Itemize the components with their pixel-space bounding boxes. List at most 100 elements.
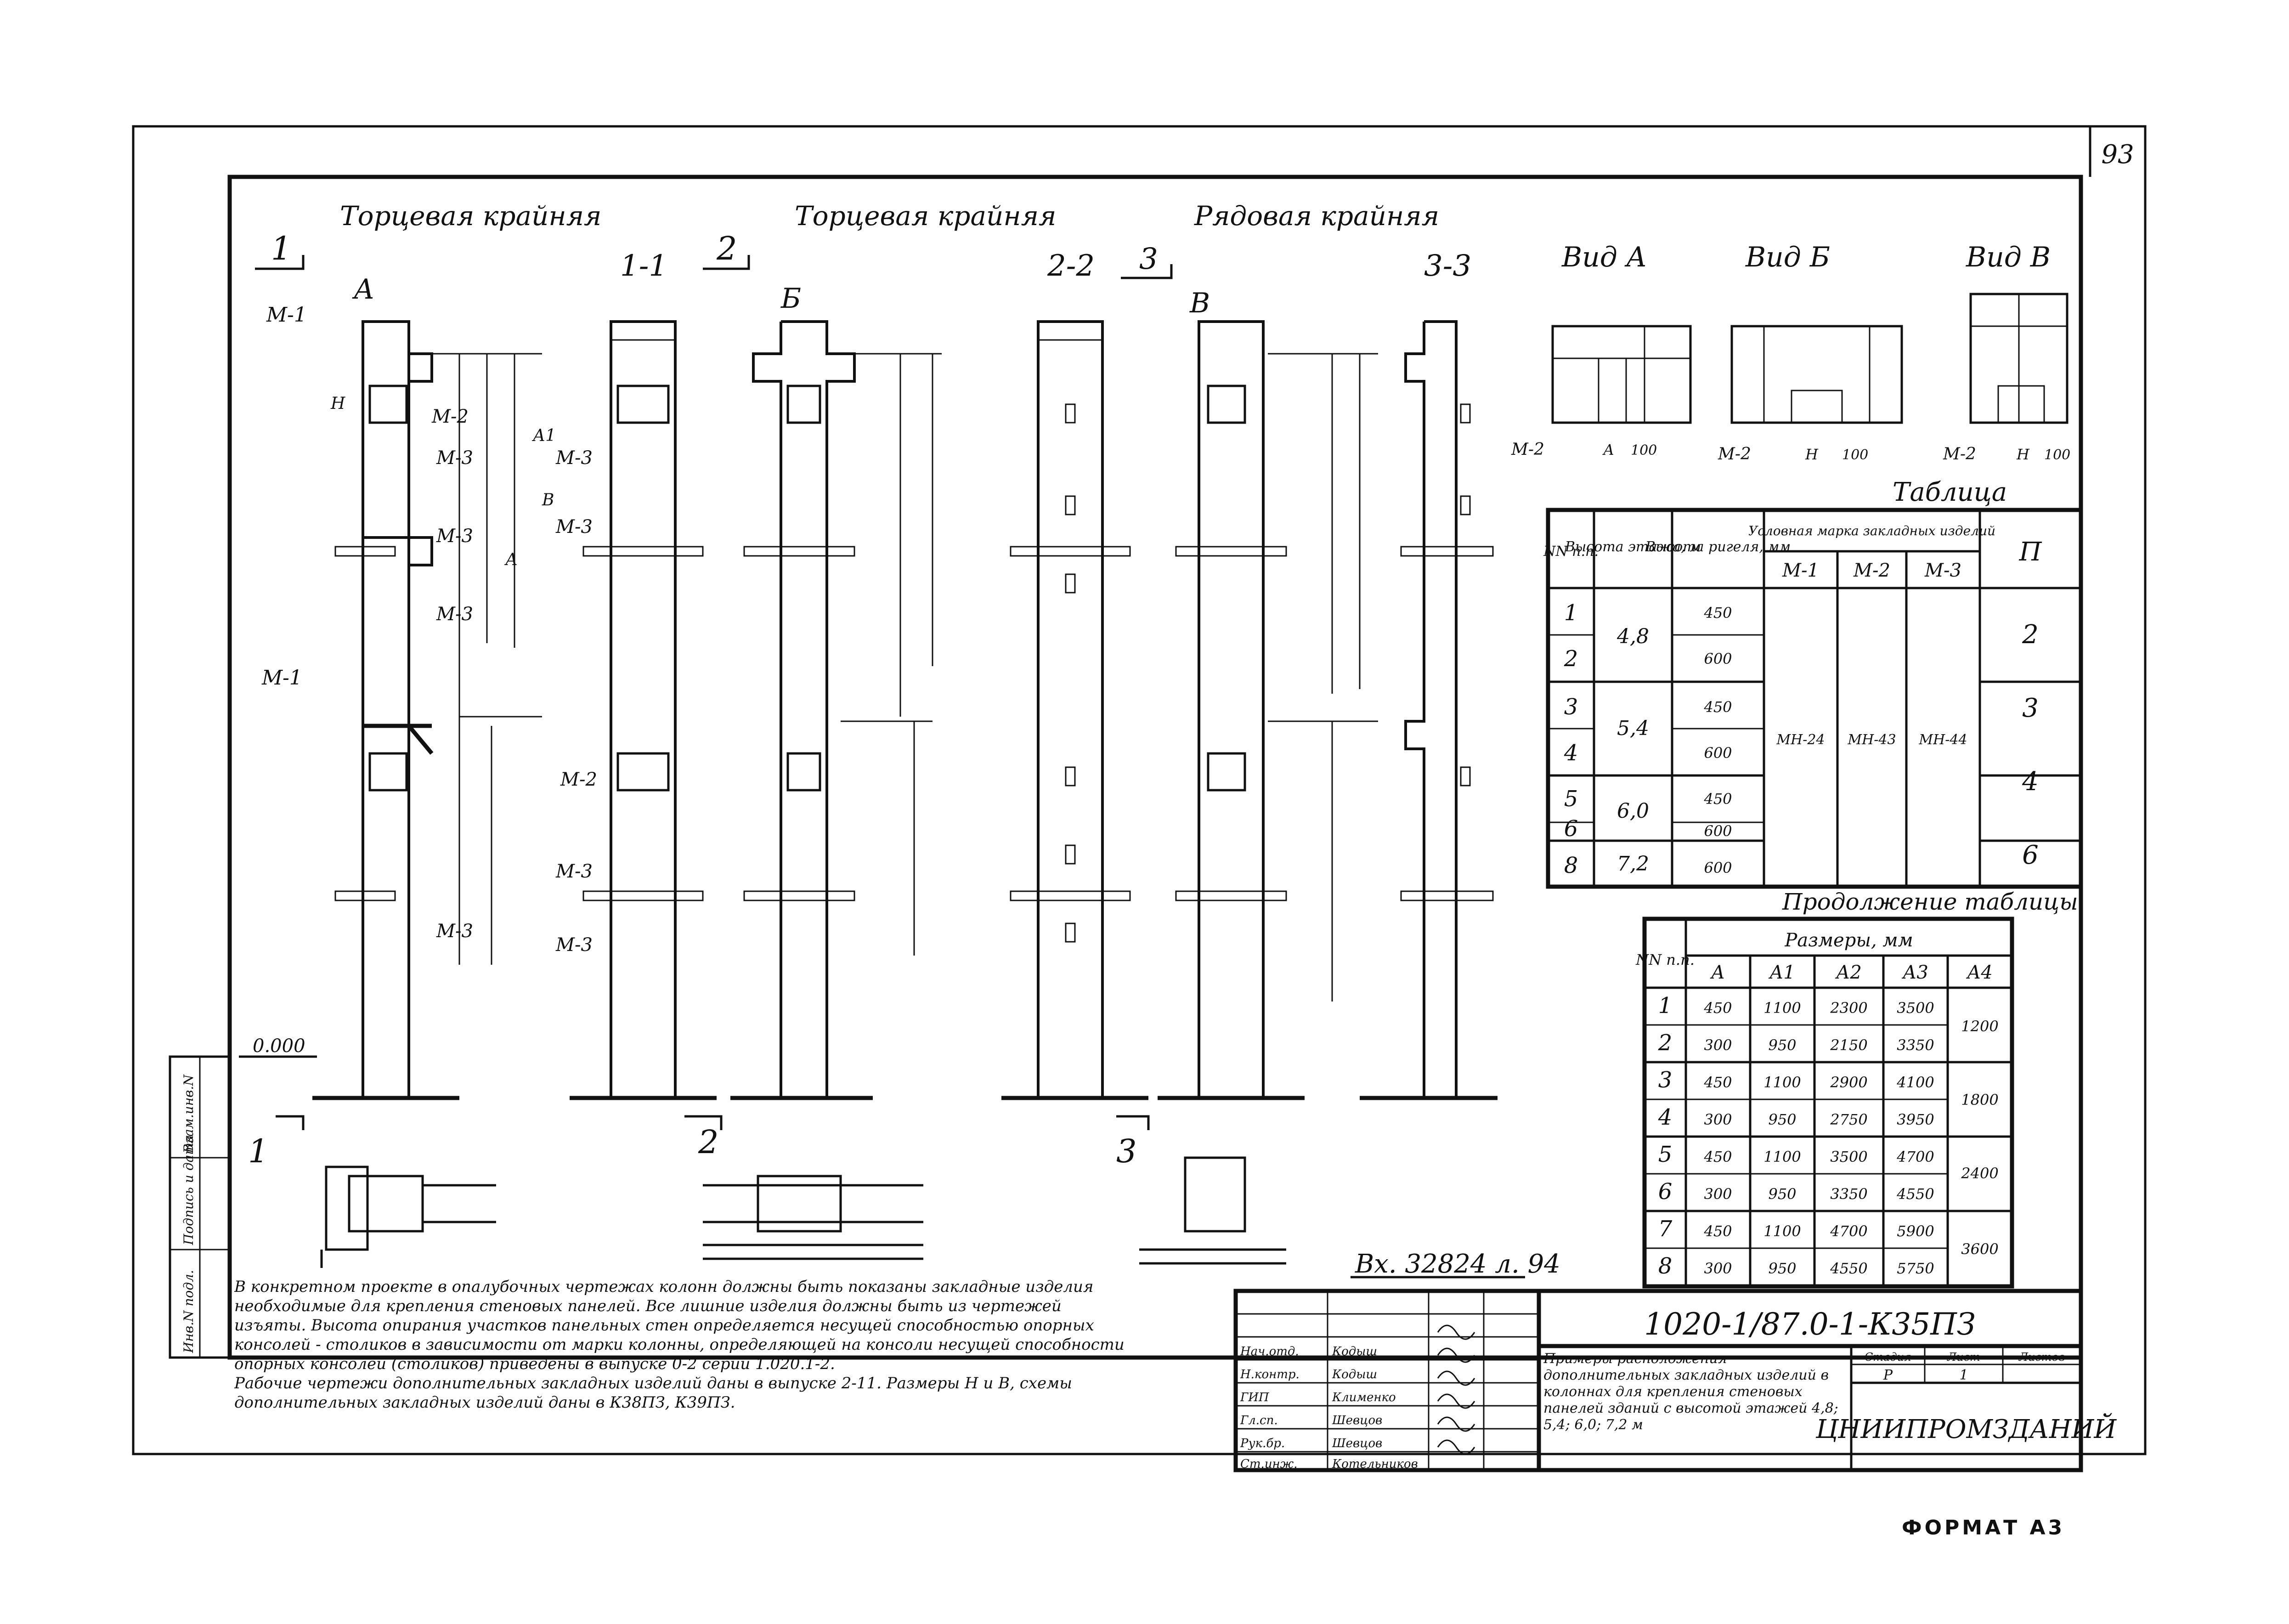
table2-cell: 4550: [1896, 1185, 1934, 1203]
table2-cell: 1100: [1763, 1222, 1801, 1240]
table-cell: 450: [1703, 698, 1732, 716]
table-cell: 600: [1704, 744, 1732, 762]
table-subheader: М-1: [1782, 560, 1819, 581]
column-title-1: Торцевая крайняя: [340, 200, 601, 232]
part-label: М-3: [555, 861, 593, 882]
part-label: М-1: [266, 303, 307, 327]
section-mark-2: 2: [716, 230, 737, 267]
name: Шевцов: [1332, 1437, 1382, 1450]
table-2: [1642, 917, 2014, 1289]
part-label: М-3: [436, 447, 473, 469]
p-value: 3: [2022, 693, 2039, 723]
merged-mark: МН-24: [1776, 732, 1825, 748]
table2-cell: 2300: [1830, 999, 1867, 1017]
table2-header: NN п.п.: [1635, 951, 1695, 968]
section-mark-1: 1: [271, 230, 292, 267]
doc-code: 1020-1/87.0-1-К35ПЗ: [1644, 1307, 1976, 1342]
table2-row-number: 5: [1658, 1142, 1673, 1167]
name: Котельников: [1332, 1457, 1418, 1471]
roles: Нач.отд. Н.контр. ГИП Гл.сп. Рук.бр. Ст.…: [1240, 1345, 1418, 1471]
table2-cell: 950: [1768, 1185, 1796, 1203]
dim-label: А1: [531, 426, 556, 445]
column-section-1-1: [570, 320, 717, 1100]
table2-subheader: А: [1710, 962, 1725, 983]
p-value: 6: [2022, 840, 2039, 870]
part-label: М-3: [436, 921, 473, 942]
role: Гл.сп.: [1240, 1414, 1278, 1427]
table-header: NN п.п.: [1543, 543, 1599, 560]
view-label: М-2: [1943, 445, 1976, 464]
table-cell: 5,4: [1617, 717, 1649, 740]
a4-value: 3600: [1961, 1240, 1998, 1258]
table2-cell: 4700: [1896, 1148, 1934, 1166]
sheets-label: Листов: [2018, 1351, 2065, 1364]
table2-row-number: 7: [1658, 1216, 1673, 1242]
table-cell: 600: [1704, 650, 1732, 668]
view-letter-a: А: [352, 273, 374, 306]
a4-value: 1200: [1961, 1018, 1998, 1035]
table-cell: 600: [1704, 822, 1732, 840]
role: Ст.инж.: [1240, 1457, 1298, 1471]
table2-subheader: А2: [1835, 962, 1862, 983]
table-subheader: М-2: [1853, 560, 1890, 581]
table-cell: 450: [1703, 604, 1732, 622]
name: Кодыш: [1332, 1345, 1377, 1358]
sheet-value: 1: [1959, 1367, 1968, 1383]
a4-value: 2400: [1961, 1165, 1998, 1182]
notes-block: В конкретном проекте в опалубочных черте…: [234, 1278, 1125, 1412]
doc-title: Примеры расположения дополнительных закл…: [1543, 1351, 1838, 1433]
table-cell: 600: [1704, 859, 1732, 877]
table-header: П: [2019, 537, 2042, 567]
dim-label: Н: [330, 394, 345, 413]
view-title-v: Вид В: [1966, 241, 2051, 273]
view-label: А: [1602, 441, 1614, 458]
column-elevation-1: [312, 320, 459, 1100]
side-stamp-1: Инв.N подл.: [181, 1270, 196, 1353]
table2-cell: 300: [1704, 1260, 1732, 1277]
table-cell: 4: [1564, 740, 1578, 766]
table2-title: Продолжение таблицы: [1782, 888, 2078, 915]
section-mark-3-3: 3-3: [1424, 249, 1471, 283]
column-elevation-3: [1158, 320, 1305, 1100]
side-stamp-3: Взам.инв.N: [181, 1074, 196, 1154]
view-letter-v: В: [1189, 287, 1210, 319]
org-name: ЦНИИПРОМЗДАНИЙ: [1815, 1413, 2117, 1444]
table2-cell: 300: [1704, 1111, 1732, 1128]
table2-cell: 950: [1768, 1036, 1796, 1054]
part-label: М-1: [261, 666, 302, 690]
sheet-label: Лист: [1947, 1351, 1980, 1364]
view-label: 100: [2044, 447, 2070, 463]
table2-cell: 450: [1703, 999, 1732, 1017]
note-1: В конкретном проекте в опалубочных черте…: [234, 1278, 1125, 1373]
note-2: Рабочие чертежи дополнительных закладных…: [234, 1374, 1072, 1412]
role: Нач.отд.: [1240, 1345, 1299, 1358]
table-cell: 1: [1564, 600, 1578, 626]
table-header: Условная марка закладных изделий: [1748, 523, 1995, 538]
table-cell: 7,2: [1617, 852, 1649, 876]
dim-label: А: [504, 550, 518, 569]
view-label: 100: [1842, 447, 1868, 463]
role: Рук.бр.: [1240, 1437, 1285, 1450]
title-block: [1233, 1289, 2083, 1472]
part-label: М-2: [431, 406, 469, 427]
view-label: 100: [1631, 442, 1657, 458]
sheet-border: [132, 125, 2147, 1455]
table2-row-number: 8: [1658, 1253, 1673, 1279]
table2-cell: 3500: [1830, 1148, 1867, 1166]
table2-cell: 3350: [1830, 1185, 1867, 1203]
name: Клименко: [1332, 1391, 1396, 1404]
column-section-3-3: [1360, 320, 1498, 1100]
part-labels: М-1 М-2 М-3 М-3 М-3 М-3 М-1 М-2 М-3 М-3 …: [261, 303, 597, 956]
a4-value: 1800: [1961, 1091, 1998, 1109]
table2-cell: 3950: [1897, 1111, 1934, 1128]
table2-cell: 300: [1704, 1036, 1732, 1054]
view-v-drawing: М-2 Н 100: [1943, 293, 2070, 464]
stage-label: Стадия: [1865, 1351, 1911, 1364]
detail-1: 1: [248, 1115, 496, 1268]
table-1: [1546, 508, 2083, 889]
table2-subheader: А4: [1966, 962, 1993, 983]
view-label: М-2: [1718, 445, 1751, 464]
table-header: Высота ригеля, мм: [1645, 539, 1791, 555]
table2-cell: 300: [1704, 1185, 1732, 1203]
